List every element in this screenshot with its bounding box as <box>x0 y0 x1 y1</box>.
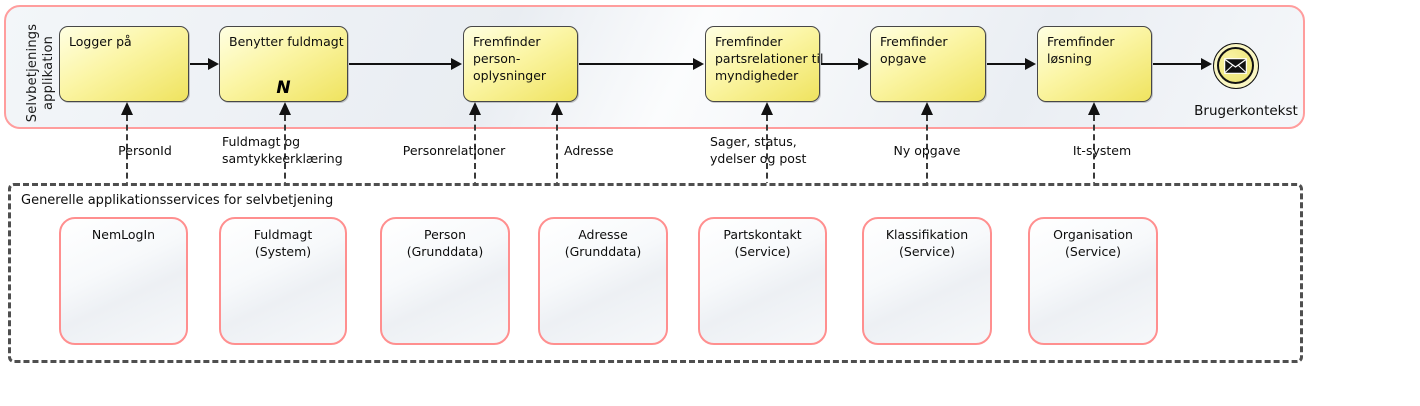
adhoc-marker-icon: N <box>276 78 291 98</box>
task-fremfinder-partsrelationer: Fremfinder partsrelationer til myndighed… <box>705 26 824 102</box>
connector-label-sager: Sager, status, ydelser og post <box>710 134 807 166</box>
data-connector <box>766 115 768 217</box>
service-label: Organisation (Service) <box>1053 227 1133 259</box>
end-event-label: Brugerkontekst <box>1194 103 1298 119</box>
service-nemlogin: NemLogIn <box>59 217 188 345</box>
data-connector <box>126 115 128 217</box>
data-arrowhead <box>921 102 933 115</box>
data-arrowhead <box>279 102 291 115</box>
service-fuldmagt: Fuldmagt (System) <box>219 217 347 345</box>
task-label: Fremfinder opgave <box>880 34 948 66</box>
task-fremfinder-loesning: Fremfinder løsning <box>1037 26 1152 102</box>
task-label: Benytter fuldmagt <box>229 34 344 49</box>
service-label: NemLogIn <box>91 227 156 242</box>
envelope-icon <box>1224 57 1247 74</box>
service-label: Fuldmagt (System) <box>253 227 313 259</box>
service-person: Person (Grunddata) <box>380 217 510 345</box>
connector-label-personid: PersonId <box>118 143 172 158</box>
sequence-arrow <box>190 58 219 70</box>
data-connector <box>1093 115 1095 217</box>
sequence-arrow <box>349 58 462 70</box>
lane-title: Selvbetjenings applikation <box>25 23 56 123</box>
connector-label-fuldmagt: Fuldmagt og samtykkeerklæring <box>222 134 343 166</box>
sequence-arrow <box>579 58 704 70</box>
data-arrowhead <box>551 102 563 115</box>
service-organisation: Organisation (Service) <box>1028 217 1158 345</box>
data-connector <box>556 115 558 217</box>
service-label: Klassifikation (Service) <box>885 227 969 259</box>
end-event <box>1213 43 1259 89</box>
task-label: Fremfinder løsning <box>1047 34 1115 66</box>
connector-label-personrelationer: Personrelationer <box>402 143 506 158</box>
data-connector <box>474 115 476 217</box>
sequence-arrow <box>821 58 869 70</box>
connector-label-ny-opgave: Ny opgave <box>893 143 961 158</box>
task-label: Fremfinder partsrelationer til myndighed… <box>715 34 824 83</box>
service-label: Partskontakt (Service) <box>723 227 802 259</box>
data-arrowhead <box>761 102 773 115</box>
sequence-arrow <box>987 58 1036 70</box>
connector-label-adresse: Adresse <box>564 143 614 158</box>
service-adresse: Adresse (Grunddata) <box>538 217 668 345</box>
task-label: Logger på <box>69 34 132 49</box>
data-connector <box>284 115 286 217</box>
task-fremfinder-personoplysninger: Fremfinder person- oplysninger <box>463 26 578 102</box>
task-benytter-fuldmagt: Benytter fuldmagt N <box>219 26 348 102</box>
data-arrowhead <box>1088 102 1100 115</box>
data-arrowhead <box>121 102 133 115</box>
task-fremfinder-opgave: Fremfinder opgave <box>870 26 986 102</box>
connector-label-it-system: It-system <box>1072 143 1132 158</box>
task-label: Fremfinder person- oplysninger <box>473 34 547 83</box>
sequence-arrow <box>1153 58 1212 70</box>
services-container-title: Generelle applikationsservices for selvb… <box>21 193 334 208</box>
service-label: Adresse (Grunddata) <box>564 227 642 259</box>
task-logger-paa: Logger på <box>59 26 189 102</box>
data-arrowhead <box>469 102 481 115</box>
data-connector <box>926 115 928 217</box>
service-label: Person (Grunddata) <box>406 227 484 259</box>
end-event-ring <box>1217 47 1254 84</box>
service-partskontakt: Partskontakt (Service) <box>698 217 827 345</box>
service-klassifikation: Klassifikation (Service) <box>862 217 992 345</box>
